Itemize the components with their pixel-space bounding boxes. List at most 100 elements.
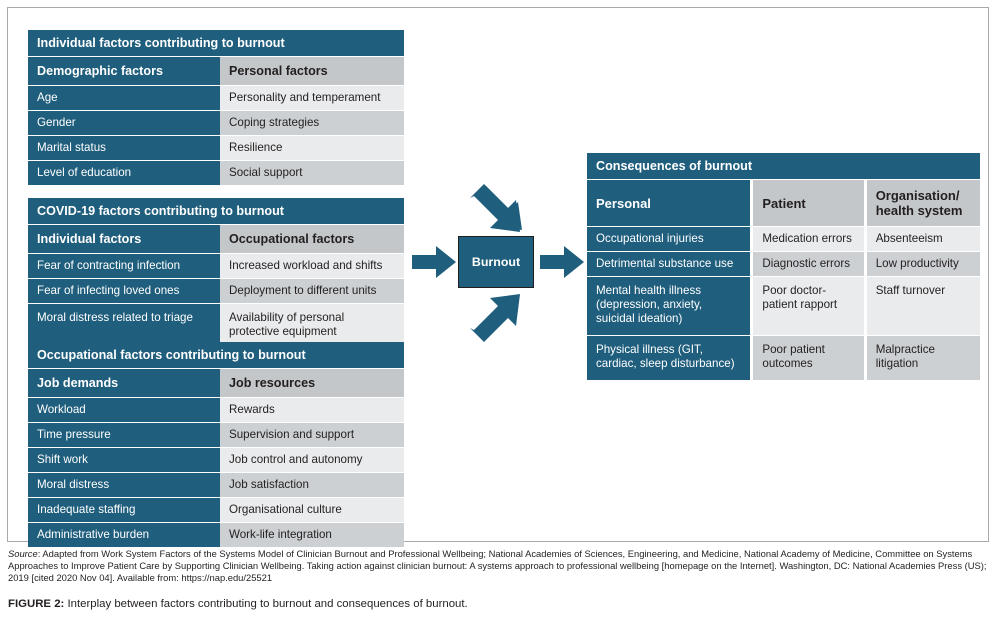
column-header: Patient xyxy=(753,179,864,226)
table-row: Occupational injuries Medication errors … xyxy=(587,226,980,251)
column-header: Job demands xyxy=(28,368,220,397)
source-text: : Adapted from Work System Factors of th… xyxy=(8,548,987,584)
cell: Diagnostic errors xyxy=(753,251,864,276)
table-row: Mental health illness (depression, anxie… xyxy=(587,276,980,335)
table-individual-rows: Demographic factors Personal factors Age… xyxy=(28,56,404,185)
column-gap xyxy=(750,179,754,226)
cell: Job satisfaction xyxy=(220,472,404,497)
table-row: Physical illness (GIT, cardiac, sleep di… xyxy=(587,335,980,380)
table-row: Demographic factors Personal factors xyxy=(28,56,404,85)
table-row: Time pressure Supervision and support xyxy=(28,422,404,447)
cell: Physical illness (GIT, cardiac, sleep di… xyxy=(587,335,751,380)
diagram-canvas: Individual factors contributing to burno… xyxy=(8,8,988,547)
cell: Work-life integration xyxy=(220,522,404,547)
table-row: Job demands Job resources xyxy=(28,368,404,397)
column-gap xyxy=(863,179,867,226)
arrow-burnout-to-consequences xyxy=(540,246,584,278)
figure-caption-text: Interplay between factors contributing t… xyxy=(64,598,468,610)
cell: Workload xyxy=(28,397,220,422)
table-row: Moral distress related to triage Availab… xyxy=(28,303,404,348)
column-gap xyxy=(863,226,867,251)
cell: Organisational culture xyxy=(220,497,404,522)
column-header: Organisation/ health system xyxy=(866,179,980,226)
cell: Fear of infecting loved ones xyxy=(28,278,220,303)
table-row: Individual factors Occupational factors xyxy=(28,224,404,253)
table-consequences-rows: Personal Patient Organisation/ health sy… xyxy=(587,179,980,380)
burnout-label: Burnout xyxy=(471,255,521,269)
table-row: Moral distress Job satisfaction xyxy=(28,472,404,497)
cell: Low productivity xyxy=(866,251,980,276)
figure-caption-label: FIGURE 2: xyxy=(8,598,65,610)
arrow-individual-to-burnout xyxy=(470,184,522,232)
column-header: Personal factors xyxy=(220,56,404,85)
table-row: Detrimental substance use Diagnostic err… xyxy=(587,251,980,276)
cell: Personality and temperament xyxy=(220,85,404,110)
column-gap xyxy=(863,251,867,276)
table-consequences: Consequences of burnout Personal Patient… xyxy=(587,153,980,380)
cell: Resilience xyxy=(220,135,404,160)
cell: Supervision and support xyxy=(220,422,404,447)
column-gap xyxy=(750,226,754,251)
table-covid-rows: Individual factors Occupational factors … xyxy=(28,224,404,348)
cell: Rewards xyxy=(220,397,404,422)
table-row: Administrative burden Work-life integrat… xyxy=(28,522,404,547)
column-header: Personal xyxy=(587,179,751,226)
cell: Increased workload and shifts xyxy=(220,253,404,278)
table-occupational-title: Occupational factors contributing to bur… xyxy=(28,342,404,368)
cell: Marital status xyxy=(28,135,220,160)
cell: Poor doctor-patient rapport xyxy=(753,276,864,335)
table-individual-title: Individual factors contributing to burno… xyxy=(28,30,404,56)
cell: Age xyxy=(28,85,220,110)
table-occupational-rows: Job demands Job resources Workload Rewar… xyxy=(28,368,404,547)
table-row: Fear of contracting infection Increased … xyxy=(28,253,404,278)
cell: Occupational injuries xyxy=(587,226,751,251)
cell: Deployment to different units xyxy=(220,278,404,303)
table-row: Gender Coping strategies xyxy=(28,110,404,135)
cell: Gender xyxy=(28,110,220,135)
cell: Poor patient outcomes xyxy=(753,335,864,380)
table-consequences-title: Consequences of burnout xyxy=(587,153,980,179)
cell: Shift work xyxy=(28,447,220,472)
table-row: Shift work Job control and autonomy xyxy=(28,447,404,472)
cell: Availability of personal protective equi… xyxy=(220,303,404,348)
column-header: Demographic factors xyxy=(28,56,220,85)
column-gap xyxy=(863,335,867,380)
cell: Inadequate staffing xyxy=(28,497,220,522)
column-header: Individual factors xyxy=(28,224,220,253)
table-row: Personal Patient Organisation/ health sy… xyxy=(587,179,980,226)
cell: Job control and autonomy xyxy=(220,447,404,472)
column-header: Occupational factors xyxy=(220,224,404,253)
table-individual-factors: Individual factors contributing to burno… xyxy=(28,30,404,185)
burnout-node: Burnout xyxy=(458,236,534,288)
table-row: Fear of infecting loved ones Deployment … xyxy=(28,278,404,303)
cell: Medication errors xyxy=(753,226,864,251)
cell: Mental health illness (depression, anxie… xyxy=(587,276,751,335)
column-gap xyxy=(750,251,754,276)
table-row: Age Personality and temperament xyxy=(28,85,404,110)
cell: Absenteeism xyxy=(866,226,980,251)
arrow-occupational-to-burnout xyxy=(470,294,520,342)
table-row: Inadequate staffing Organisational cultu… xyxy=(28,497,404,522)
cell: Coping strategies xyxy=(220,110,404,135)
figure-caption: FIGURE 2: Interplay between factors cont… xyxy=(8,597,990,611)
cell: Social support xyxy=(220,160,404,185)
cell: Staff turnover xyxy=(866,276,980,335)
table-row: Marital status Resilience xyxy=(28,135,404,160)
source-label: Source xyxy=(8,548,38,559)
column-header: Job resources xyxy=(220,368,404,397)
table-row: Level of education Social support xyxy=(28,160,404,185)
cell: Detrimental substance use xyxy=(587,251,751,276)
cell: Fear of contracting infection xyxy=(28,253,220,278)
arrow-covid-to-burnout xyxy=(412,246,456,278)
table-covid-factors: COVID-19 factors contributing to burnout… xyxy=(28,198,404,348)
column-gap xyxy=(863,276,867,335)
cell: Level of education xyxy=(28,160,220,185)
cell: Time pressure xyxy=(28,422,220,447)
table-row: Workload Rewards xyxy=(28,397,404,422)
figure-frame: Individual factors contributing to burno… xyxy=(7,7,989,547)
table-covid-title: COVID-19 factors contributing to burnout xyxy=(28,198,404,224)
cell: Malpractice litigation xyxy=(866,335,980,380)
source-note: Source: Adapted from Work System Factors… xyxy=(8,548,990,585)
column-gap xyxy=(750,276,754,335)
cell: Administrative burden xyxy=(28,522,220,547)
